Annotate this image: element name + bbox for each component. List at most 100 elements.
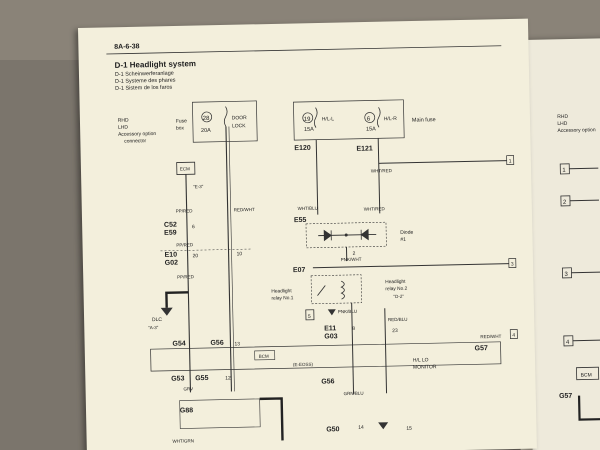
main-fuse-2-name: H/L-R [384, 116, 398, 122]
pin-23: 23 [392, 328, 398, 334]
ground-icon-e11 [327, 309, 336, 316]
pin-12: 12 [225, 375, 231, 381]
ecm-ref: "E-3" [193, 184, 204, 189]
connector-g02: G02 [165, 260, 178, 267]
right-ref-2: 2 [563, 200, 567, 206]
relay-2-ref: "D-2" [393, 294, 404, 299]
fuse-box-label-2: box [176, 125, 185, 131]
wire-red-wht-2: RED/WHT [480, 334, 501, 339]
main-fuse-label: Main fuse [412, 117, 436, 123]
connector-g54: G54 [172, 340, 185, 347]
diode-label: Diode [400, 230, 413, 236]
fuse-box-label: Fuse [176, 118, 187, 124]
wire-wht-grn: WHT/GRN [172, 438, 194, 443]
title-es: D-1 Sistem de los faros [115, 85, 173, 92]
connector-g57: G57 [475, 345, 488, 352]
page-number: 8A-6-38 [114, 43, 140, 51]
connector-e07: E07 [293, 267, 306, 274]
right-bcm-label: BCM [581, 372, 592, 378]
eoss-label: (E-EOSS) [293, 362, 314, 367]
main-fuse-1-amp: 15A [304, 127, 314, 133]
relay-1-label-2: relay No.1 [271, 295, 293, 301]
pin-8: 8 [352, 326, 355, 332]
right-connector-g57: G57 [559, 393, 572, 400]
wire-red-wht: RED/WHT [234, 207, 255, 212]
connector-g56: G56 [210, 340, 223, 347]
fuse-name-2: LOCK [232, 123, 246, 129]
title-de: D-1 Scheinwerferanlage [115, 71, 174, 78]
diagram-title: D-1 Headlight system [115, 59, 197, 70]
right-ref-3: 3 [564, 272, 568, 278]
legend-rhd: RHD [118, 118, 129, 124]
fuse-name: DOOR [232, 115, 248, 121]
connector-g50: G50 [326, 426, 339, 433]
ref-1: 1 [509, 159, 512, 165]
bcm-bus-frame [150, 341, 502, 372]
connector-g53: G53 [171, 375, 184, 382]
pin-10: 10 [237, 251, 243, 257]
connector-g55: G55 [195, 375, 208, 382]
wire-wht-blu: WHT/BLU [298, 206, 318, 211]
connector-e10: E10 [165, 252, 178, 259]
connector-g56-lower: G56 [321, 378, 334, 385]
ref-4: 4 [512, 333, 515, 339]
ref-5: 5 [308, 314, 311, 320]
g88-frame [179, 398, 261, 429]
wire-wht-red-2: WHT/RED [364, 206, 386, 211]
bcm-inline-label: BCM [259, 354, 269, 359]
right-legend-accessory: Accessory option [557, 127, 595, 134]
fuse-box-frame [192, 100, 258, 143]
main-fuse-2-amp: 15A [366, 126, 376, 132]
connector-e121: E121 [356, 145, 373, 152]
connector-c52: C52 [164, 222, 177, 229]
relay-1-frame [310, 274, 362, 305]
relay-2-label-2: relay No.2 [385, 286, 407, 292]
ground-icon-g50 [378, 422, 389, 430]
pin-2: 2 [353, 251, 356, 257]
fuse-number: 28 [203, 116, 210, 122]
wire-grv: GRV [183, 386, 193, 391]
fuse-symbol [223, 106, 228, 127]
main-fuse-2-number: 6 [367, 116, 371, 122]
pin-15: 15 [406, 426, 412, 432]
pin-6: 6 [192, 224, 195, 230]
relay-1-label: Headlight [271, 288, 292, 294]
connector-g88: G88 [180, 407, 193, 414]
connector-e55: E55 [294, 217, 307, 224]
diode-number: #1 [400, 237, 406, 243]
fuse-amp: 20A [201, 128, 211, 134]
right-legend-lhd: LHD [557, 121, 568, 127]
hi-lo-label: H/L LO [413, 357, 429, 363]
pin-13: 13 [234, 341, 240, 347]
diode-symbol-2 [360, 228, 369, 241]
right-ref-4: 4 [566, 340, 570, 346]
wire-pp-red-2: PP/RED [176, 242, 194, 247]
relay-coil-icon [340, 280, 345, 300]
hi-lo-label-2: MONITOR [413, 364, 437, 370]
legend-lhd: LHD [118, 125, 129, 131]
wire-pnk-blu: PNK/BLU [338, 309, 357, 314]
connector-e59: E59 [164, 230, 177, 237]
right-legend-rhd: RHD [557, 114, 568, 120]
dlc-label: DLC [152, 317, 163, 323]
ref-3: 3 [511, 262, 514, 268]
legend-accessory: Accessory option [118, 131, 156, 138]
diode-symbol-1 [323, 229, 332, 242]
dlc-ref: "A-3" [148, 325, 159, 330]
right-ref-1: 1 [562, 168, 566, 174]
relay-2-label: Headlight [385, 279, 406, 285]
main-fuse-1-number: 19 [304, 117, 311, 123]
title-fr: D-1 Systeme des phares [115, 78, 176, 85]
dlc-ground-icon [160, 307, 173, 316]
connector-g03: G03 [324, 333, 337, 340]
connector-e11: E11 [324, 325, 336, 332]
pin-14: 14 [358, 425, 364, 431]
legend-connector: connector [124, 138, 146, 144]
connector-e120: E120 [294, 145, 311, 152]
main-fuse-1-name: H/L-L [322, 116, 335, 122]
main-fuse-frame [293, 99, 405, 141]
wire-red-blu: RED/BLU [388, 317, 408, 322]
ecm-label: ECM [180, 166, 190, 171]
